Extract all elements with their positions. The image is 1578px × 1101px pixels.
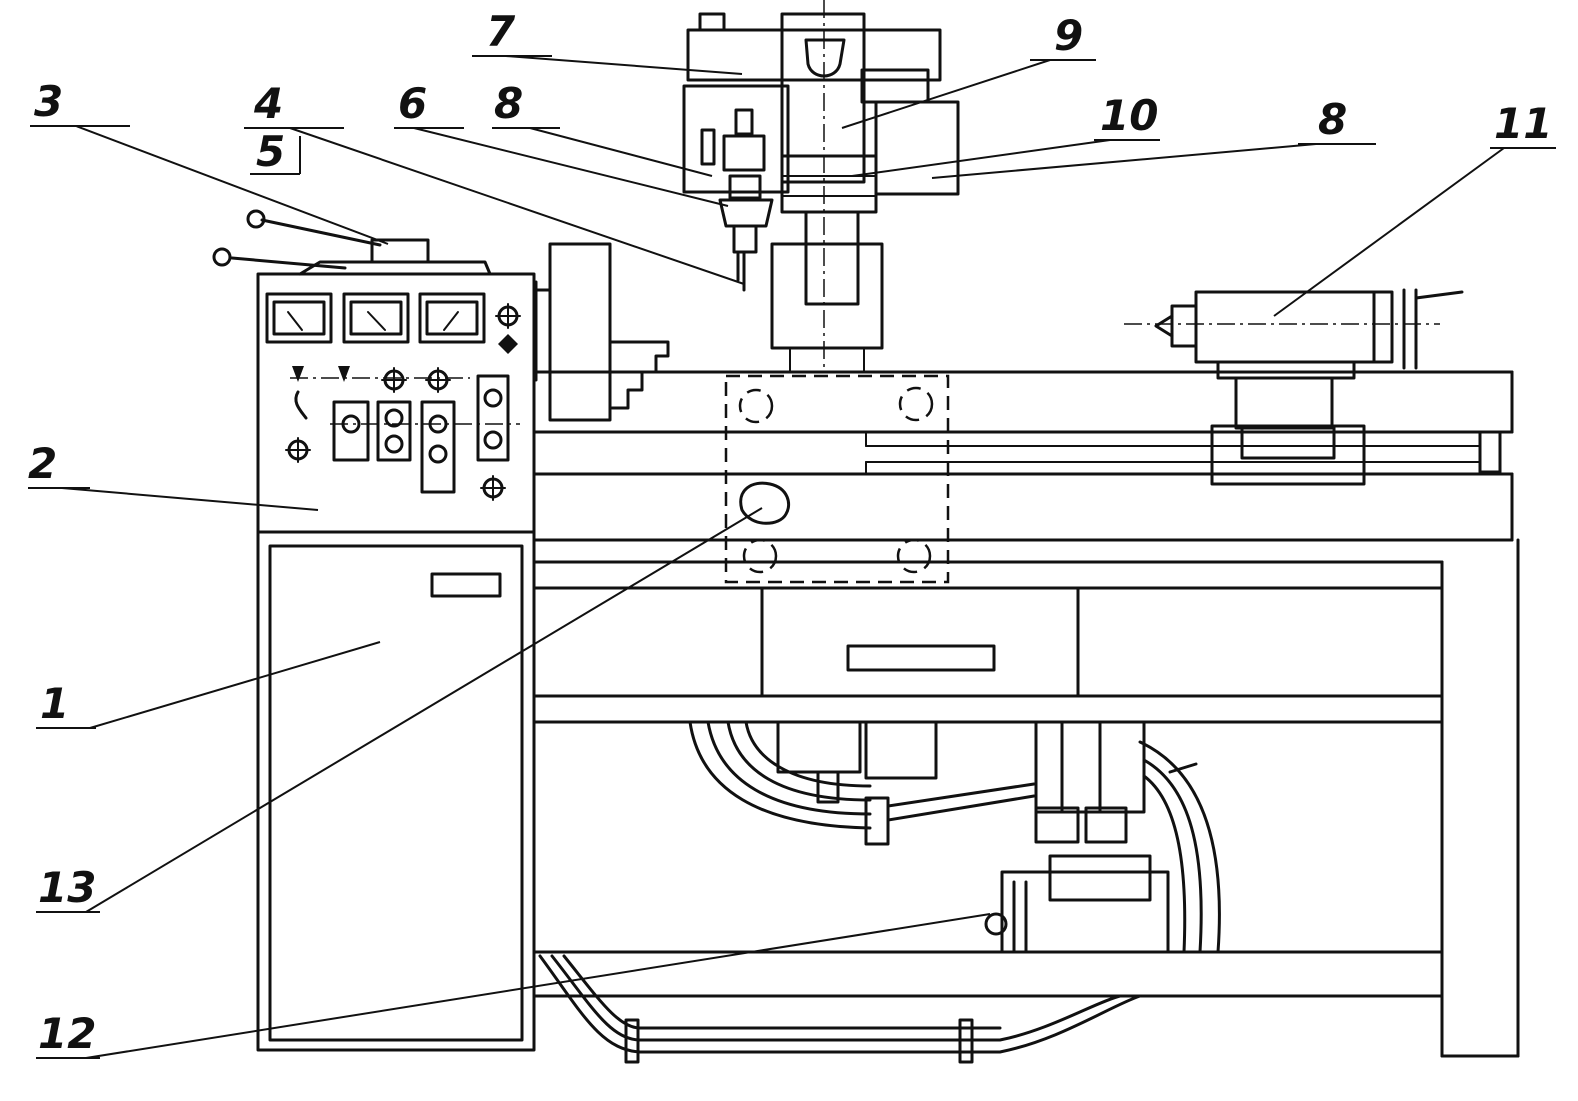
- callout-11: 11: [1494, 99, 1552, 148]
- callout-7: 7: [486, 7, 516, 56]
- callout-1: 1: [40, 679, 69, 728]
- callout-13: 13: [38, 863, 96, 912]
- callout-8-right: 8: [1318, 95, 1347, 144]
- spindle-unit: [682, 0, 960, 373]
- callout-3: 3: [34, 77, 63, 126]
- callout-6: 6: [398, 79, 427, 128]
- callout-5: 5: [256, 127, 285, 176]
- callout-labels: 1 2 3 4 5 6 7 8 9 10 8 11 12 13: [28, 7, 1552, 1058]
- tailstock: [1124, 288, 1464, 486]
- hydraulic-unit: [538, 720, 1221, 1064]
- callout-4: 4: [253, 79, 283, 128]
- callout-2: 2: [28, 439, 57, 488]
- callout-9: 9: [1054, 11, 1083, 60]
- control-panel: [212, 209, 536, 534]
- callout-10: 10: [1100, 91, 1158, 140]
- headstock: [534, 242, 670, 422]
- lower-cabinet: [256, 530, 536, 1052]
- callout-12: 12: [38, 1009, 96, 1058]
- machine-bed: [532, 370, 1520, 1058]
- callout-8-left: 8: [494, 79, 523, 128]
- leader-lines: [28, 55, 1556, 1059]
- carriage-dashed-outline: [724, 374, 950, 584]
